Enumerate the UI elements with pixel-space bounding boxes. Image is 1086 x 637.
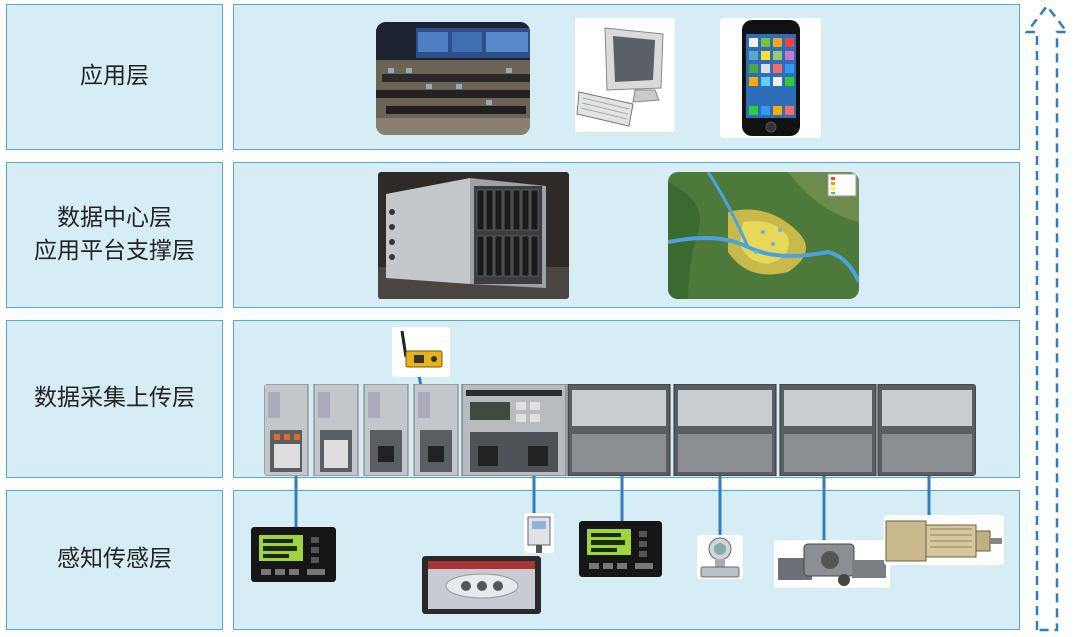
gis-map-image bbox=[668, 172, 859, 299]
layer-label-app: 应用层 bbox=[80, 63, 149, 90]
control-room-photo bbox=[376, 22, 530, 135]
server-rack-photo bbox=[378, 172, 569, 299]
motor bbox=[884, 515, 1004, 565]
layer-label-sense: 感知传感层 bbox=[57, 546, 172, 573]
touch-panel bbox=[422, 556, 541, 614]
plc-small-module bbox=[264, 384, 309, 476]
hmi-controller-2 bbox=[579, 521, 662, 577]
small-transmitter bbox=[524, 513, 554, 553]
valve-actuator bbox=[774, 540, 890, 588]
layer-label-data-center: 数据中心层 应用平台支撑层 bbox=[34, 204, 195, 264]
layer-label-box-sense bbox=[6, 490, 223, 630]
pressure-transmitter bbox=[697, 535, 743, 579]
layer-label-box-collect bbox=[6, 320, 223, 478]
panel-data-center bbox=[233, 162, 1020, 308]
plc-rack bbox=[264, 384, 976, 476]
layer-label-box-data-center bbox=[6, 162, 223, 308]
smartphone-photo bbox=[720, 18, 821, 138]
layer-label-box-app bbox=[6, 4, 223, 150]
hmi-controller bbox=[251, 527, 336, 582]
wireless-antenna-module bbox=[392, 327, 450, 377]
desktop-computer-icon bbox=[575, 18, 675, 132]
layer-label-collect: 数据采集上传层 bbox=[34, 385, 195, 412]
